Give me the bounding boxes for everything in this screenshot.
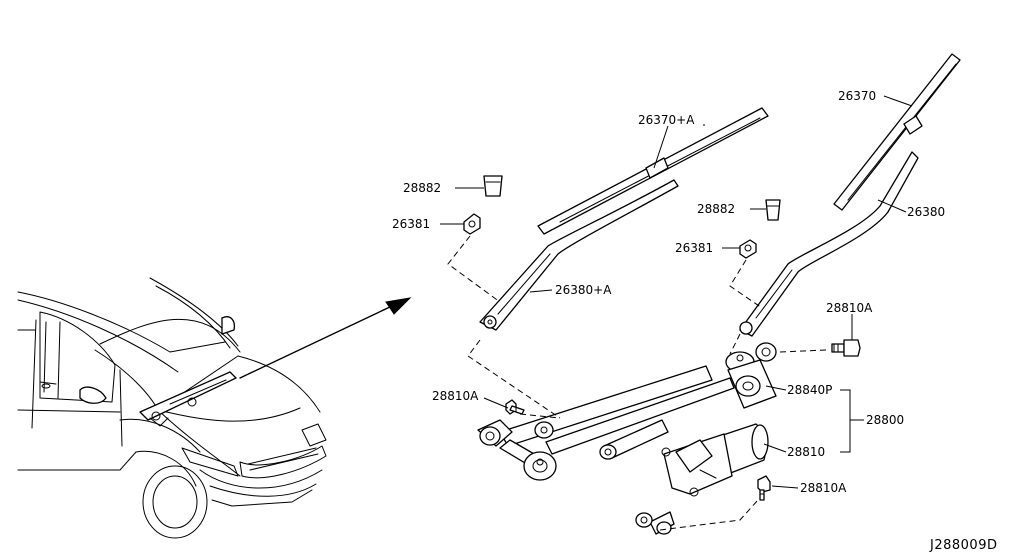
wiper-arm-right [739,151,919,337]
nut-left [463,213,481,235]
bolt-bottom [757,475,771,501]
label-nut-right: 26381 [675,241,713,255]
leader-lines [440,95,913,489]
label-wiper-blade-left: 26370+A [638,113,695,127]
label-wiper-arm-right: 26380 [907,205,945,219]
label-bolt-top-right: 28810A [826,301,873,315]
direction-arrow [239,297,412,379]
label-bolt-left: 28810A [432,389,479,403]
dashed-connections [447,235,827,531]
label-wiper-assembly: 28800 [866,413,904,427]
label-cap-left: 28882 [403,181,441,195]
label-wiper-motor: 28810 [787,445,825,459]
diagram-code: J288009D [929,538,997,553]
bolt-left [505,399,525,415]
label-wiper-arm-left: 26380+A [555,283,612,297]
label-wiper-blade-right: 26370 [838,89,876,103]
wiper-blade-left [537,107,769,235]
label-nut-left: 26381 [392,217,430,231]
wiper-arm-left [479,179,679,331]
wiper-motor [635,423,769,535]
bolt-top-right [831,339,861,357]
label-cap-right: 28882 [697,202,735,216]
cap-right [765,199,781,221]
wiper-blade-right [833,53,961,211]
label-linkage: 28840P [787,383,832,397]
part-labels: 26370 26370+A 28882 26381 28882 26381 26… [392,89,945,495]
nut-right [739,239,757,259]
linkage [477,342,777,481]
cap-left [483,175,503,197]
car-illustration [17,277,327,539]
label-bolt-bottom: 28810A [800,481,847,495]
